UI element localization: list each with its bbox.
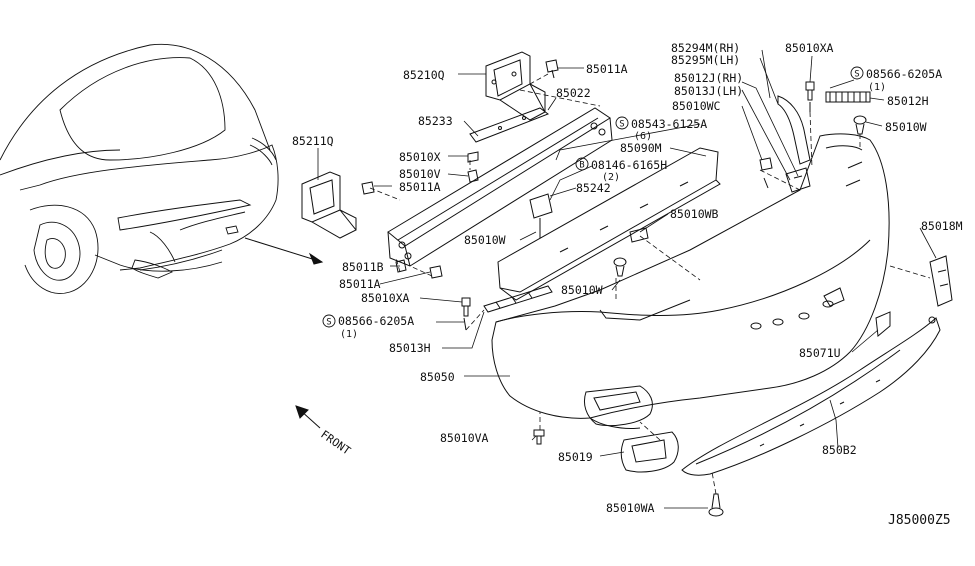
label-85011A-top: 85011A [586, 62, 628, 76]
label-85050: 85050 [420, 370, 455, 384]
qty-08543: (6) [634, 131, 652, 142]
label-08566-left: 08566-6205A [338, 314, 414, 328]
reflector-85019 [620, 431, 679, 473]
clip-85010W-mid [613, 257, 627, 277]
bracket-85012J [785, 167, 811, 193]
plate-85233 [469, 107, 550, 143]
screws-85010XA [461, 81, 815, 331]
screw-85010WA [708, 493, 724, 517]
label-08146: 08146-6165H [591, 158, 667, 172]
side-bracket-85294M [777, 95, 811, 165]
label-85010XA-left: 85010XA [361, 291, 410, 305]
label-85010V: 85010V [399, 167, 441, 181]
label-08543: 08543-6125A [631, 117, 707, 131]
energy-absorber-85090M [497, 147, 721, 301]
label-85010W-mid: 85010W [464, 233, 506, 247]
label-85010X: 85010X [399, 150, 441, 164]
label-85012J: 85012J(RH) [674, 71, 743, 85]
label-85010WB: 85010WB [670, 207, 719, 221]
label-85012H: 85012H [887, 94, 929, 108]
car-rear-illustration [0, 43, 279, 294]
label-85211Q: 85211Q [292, 134, 334, 148]
screw-85010VA [533, 429, 545, 445]
bumper-fascia-85050 [491, 133, 891, 429]
circle-markers [322, 66, 864, 328]
lower-finisher-850B2 [681, 316, 941, 476]
label-850B2: 850B2 [822, 443, 857, 457]
s-marker-left: S [326, 318, 331, 328]
bracket-85211Q [301, 171, 357, 239]
qty-08566-left: (1) [340, 329, 358, 340]
diagram-id: J85000Z5 [888, 513, 951, 528]
label-85022: 85022 [556, 86, 591, 100]
b-marker-08146: B [579, 161, 584, 171]
label-85010WC: 85010WC [672, 99, 721, 113]
label-85010WA: 85010WA [606, 501, 655, 515]
label-85294M: 85294M(RH) [671, 41, 740, 55]
label-85013H: 85013H [389, 341, 431, 355]
label-85233: 85233 [418, 114, 453, 128]
label-85018M: 85018M [921, 219, 963, 233]
label-85010VA: 85010VA [440, 431, 489, 445]
grommet-85012H [825, 91, 871, 103]
front-arrow [295, 405, 321, 429]
label-85019: 85019 [558, 450, 593, 464]
bolts-upper [361, 59, 559, 279]
label-85090M: 85090M [620, 141, 662, 155]
label-85071U: 85071U [799, 346, 841, 360]
side-bracket-85018M [929, 255, 953, 307]
bracket-85242 [529, 193, 553, 238]
clip-85010WB [629, 227, 649, 243]
label-85210Q: 85210Q [403, 68, 445, 82]
clip-85010W-right [853, 115, 867, 135]
label-85010XA-right: 85010XA [785, 41, 834, 55]
reinforcement-beam-85022 [387, 107, 613, 267]
label-85010W-right: 85010W [885, 120, 927, 134]
label-85011B: 85011B [342, 260, 384, 274]
leader-lines [317, 49, 937, 509]
qty-08146: (2) [602, 172, 620, 183]
s-marker-right: S [854, 70, 859, 80]
front-label: FRONT [318, 428, 353, 458]
qty-08566-right: (1) [868, 82, 886, 93]
label-85242: 85242 [576, 181, 611, 195]
label-08566-right: 08566-6205A [866, 67, 942, 81]
car-to-parts-arrow [244, 237, 324, 265]
bracket-85013H [483, 285, 553, 313]
assembly-lines [369, 73, 931, 495]
clip-85010WC [759, 157, 773, 189]
label-85011A-low: 85011A [339, 277, 381, 291]
label-85011A-mid: 85011A [399, 180, 441, 194]
label-85010W-low: 85010W [561, 283, 603, 297]
label-85013J: 85013J(LH) [674, 84, 743, 98]
s-marker-08543: S [619, 120, 624, 130]
label-85295M: 85295M(LH) [671, 53, 740, 67]
